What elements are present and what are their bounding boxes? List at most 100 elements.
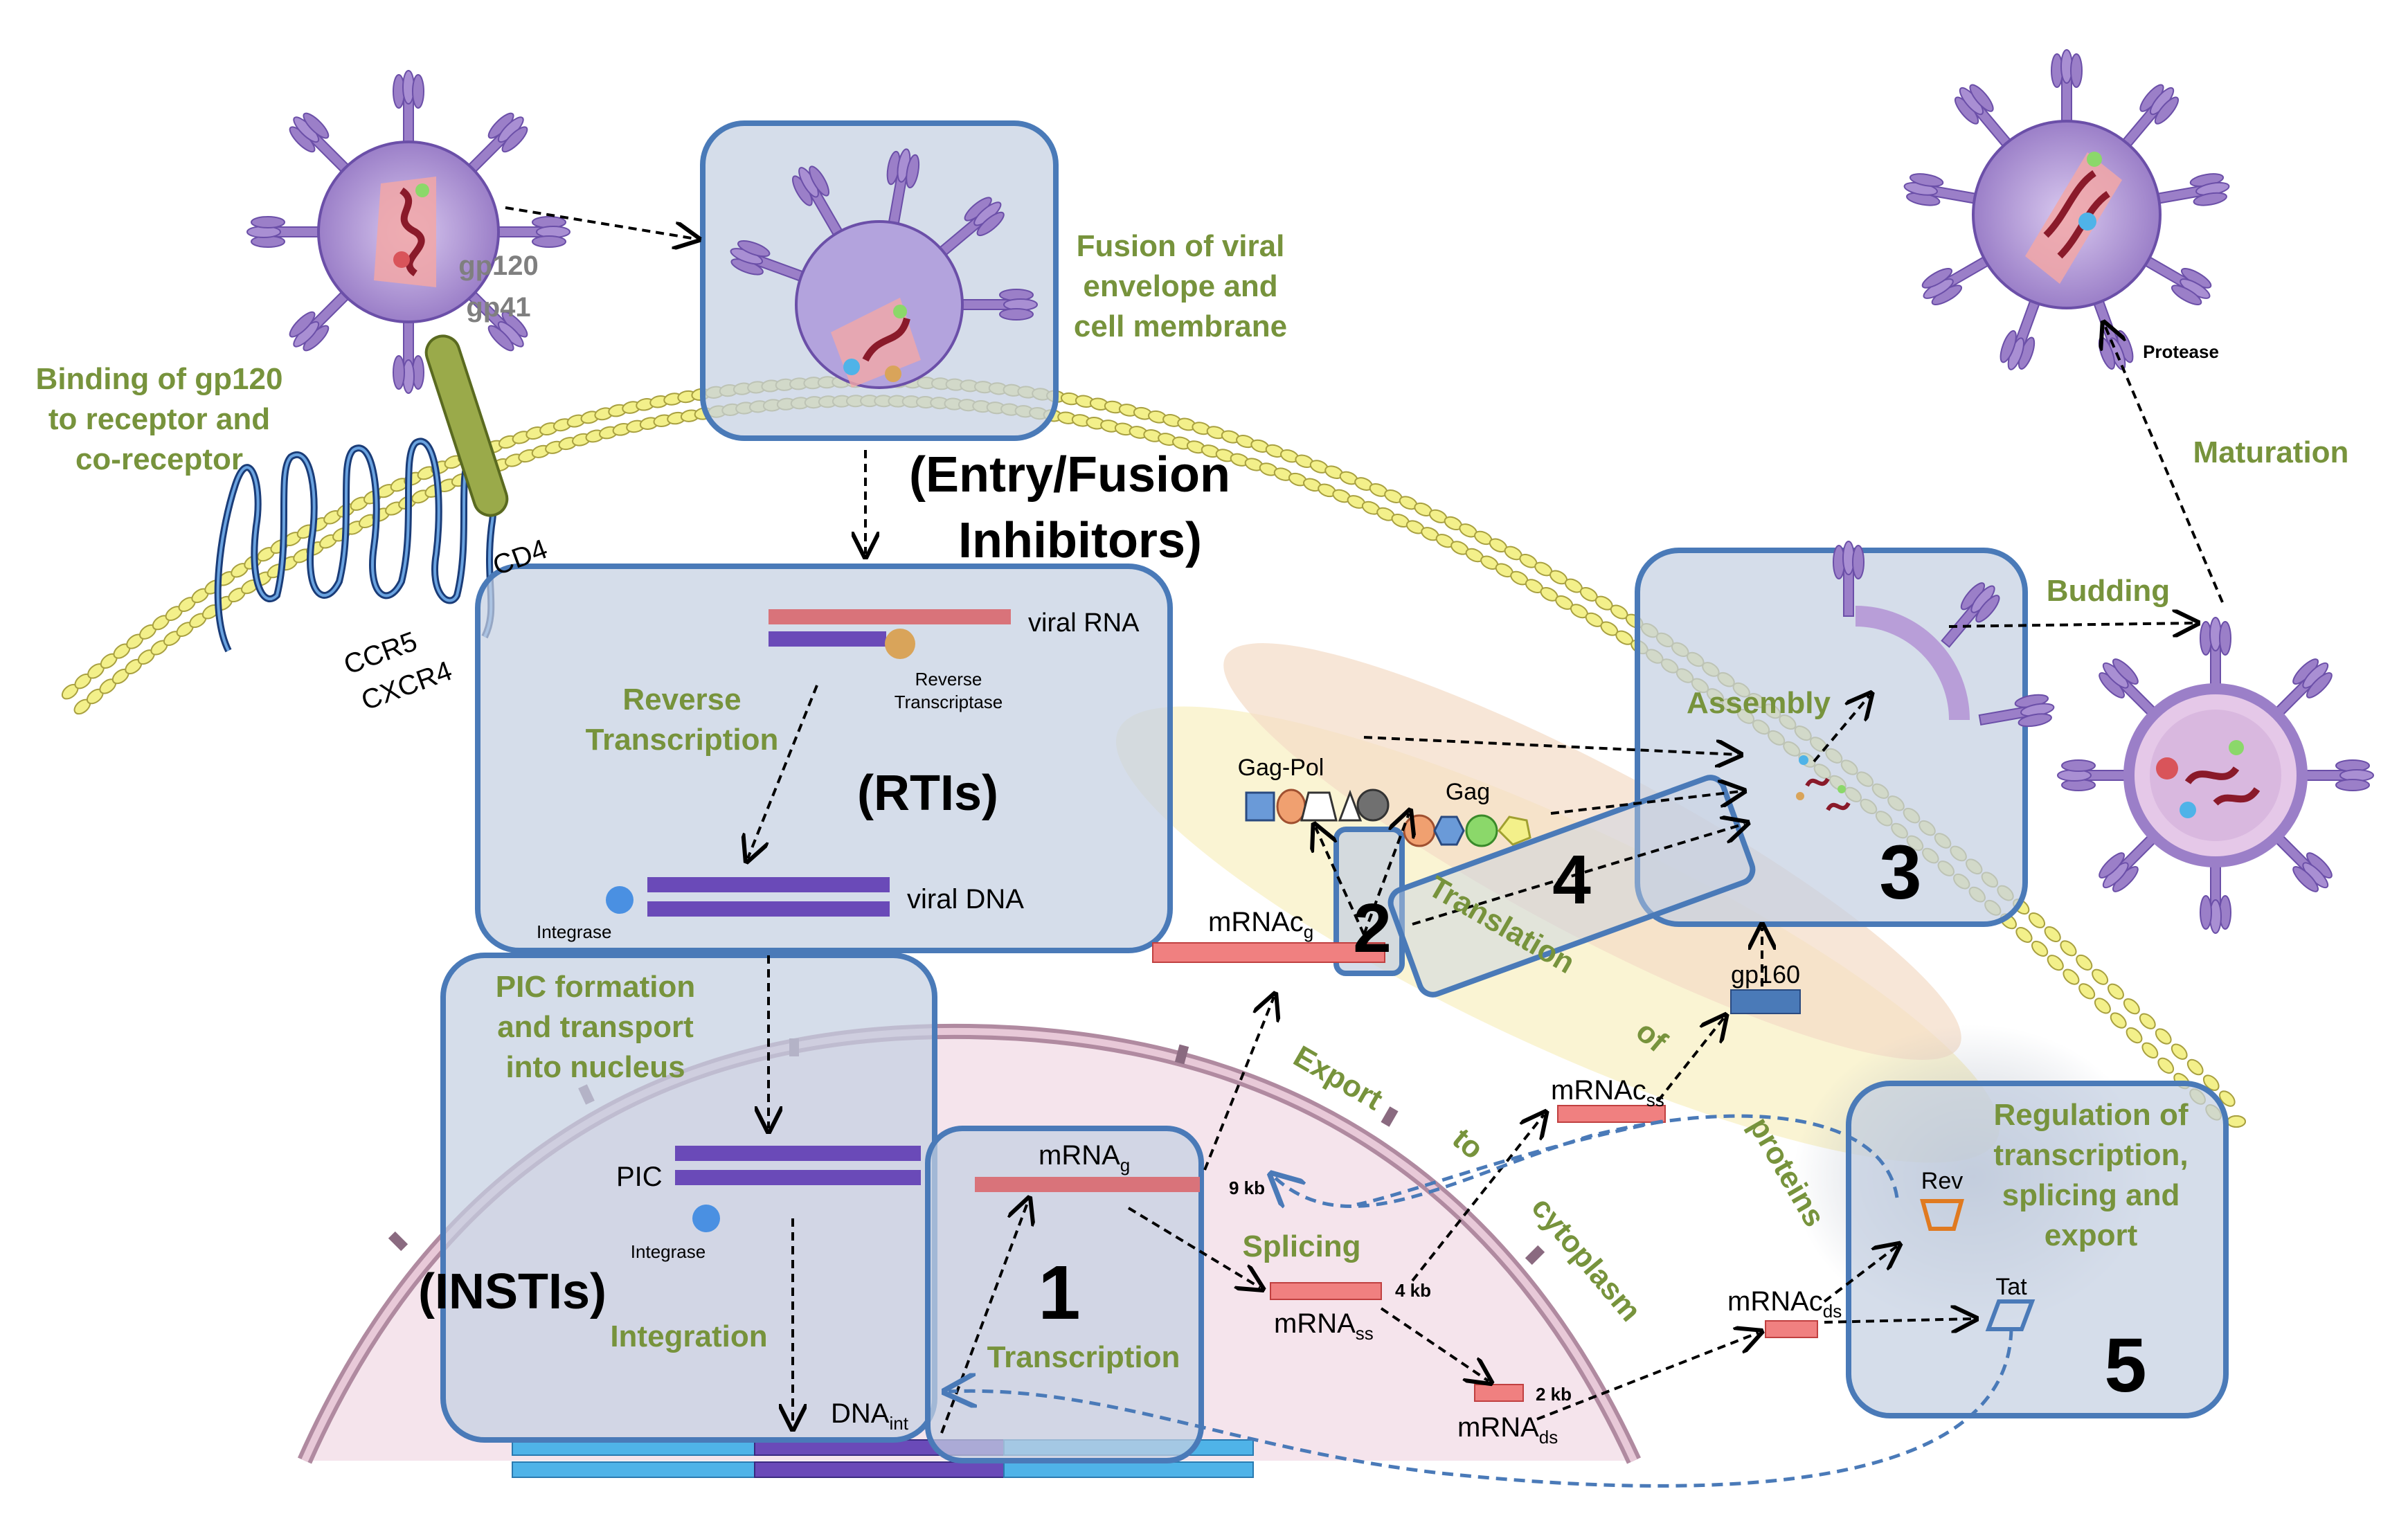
regulation-label-2: transcription, — [1993, 1138, 2188, 1172]
entry-inhibitors-label-2: Inhibitors) — [958, 513, 1202, 568]
envelope-spike — [2298, 759, 2374, 791]
fusion-label-1: Fusion of viral — [1077, 229, 1285, 263]
envelope-spike — [393, 70, 424, 146]
instis-label: (INSTIs) — [418, 1264, 607, 1319]
fusion-label-2: envelope and — [1083, 269, 1277, 303]
lipid-dot — [2028, 912, 2046, 928]
lipid-dot — [2044, 926, 2061, 942]
binding-label-3: co-receptor — [75, 442, 243, 476]
translation-panel-2 — [1333, 827, 1405, 976]
ccr5-coreceptor — [214, 438, 497, 653]
lipid-dot — [2219, 1090, 2236, 1107]
cd4-receptor — [424, 334, 509, 517]
gp41-label: gp41 — [466, 292, 530, 323]
regulation-panel — [1846, 1081, 2229, 1418]
lipid-dot — [2171, 1043, 2188, 1060]
hiv-virion-mature — [1901, 49, 2233, 376]
to-label: to — [1446, 1121, 1490, 1166]
pic-label: PIC — [616, 1162, 663, 1192]
binding-label-2: to receptor and — [48, 402, 270, 436]
fusion-panel — [700, 120, 1059, 441]
integrase-label-2: Integrase — [631, 1241, 706, 1262]
rev-label: Rev — [1921, 1168, 1963, 1194]
mrnac-g-label: mRNAcg — [1208, 907, 1313, 942]
lipid-dot — [2155, 1028, 2172, 1045]
step-4-label: 4 — [1552, 841, 1591, 919]
pic-formation-label-2: and transport — [497, 1010, 694, 1044]
tat-label: Tat — [1995, 1274, 2027, 1300]
envelope-spike — [246, 216, 323, 248]
lipid-dot — [2110, 1012, 2127, 1029]
reverse-transcriptase-label-1: Reverse — [915, 669, 982, 690]
envelope-spike — [2200, 858, 2231, 934]
dna-int-label: DNAint — [831, 1398, 909, 1434]
mrnac-ss-label: mRNAcss — [1551, 1075, 1664, 1110]
entry-inhibitors-label-1: (Entry/Fusion — [909, 447, 1230, 503]
envelope-spike — [393, 318, 424, 394]
reverse-transcription-label-2: Transcription — [586, 723, 779, 757]
maturation-label: Maturation — [2193, 435, 2349, 469]
flow-arrows — [505, 206, 2224, 1488]
fusion-label-3: cell membrane — [1074, 309, 1287, 343]
hiv-virion-budding — [2057, 617, 2374, 934]
lipid-dot — [2078, 983, 2096, 1000]
hiv-virion-free — [246, 70, 570, 394]
envelope-spike — [2200, 617, 2231, 693]
integration-label: Integration — [610, 1319, 767, 1353]
integrase-label-1: Integrase — [537, 921, 611, 942]
pic-formation-label-1: PIC formation — [496, 970, 695, 1004]
mrna-ss-label: mRNAss — [1274, 1308, 1374, 1344]
envelope-spike — [2051, 49, 2083, 125]
lipid-dot — [2123, 998, 2140, 1015]
gag-pol-label: Gag-Pol — [1238, 755, 1324, 781]
reverse-transcriptase-label-2: Transcriptase — [895, 692, 1003, 712]
lipid-dot — [2227, 1115, 2246, 1128]
step-3-label: 3 — [1879, 830, 1921, 915]
lipid-dot — [2063, 968, 2080, 985]
lipid-dot — [2126, 1027, 2143, 1044]
lipid-dot — [2076, 954, 2093, 971]
2kb-label: 2 kb — [1536, 1384, 1572, 1405]
lipid-dot — [2107, 983, 2124, 1000]
lipid-dot — [2094, 998, 2111, 1014]
mrna-bars — [1152, 942, 1818, 1402]
lipid-dot — [2141, 1042, 2159, 1058]
pic-formation-label-3: into nucleus — [505, 1050, 685, 1084]
lipid-dot — [2202, 1074, 2220, 1091]
mrnac-ds-label: mRNAcds — [1727, 1286, 1842, 1322]
protease-label: Protease — [2143, 341, 2219, 362]
lipid-dot — [2139, 1013, 2156, 1029]
lipid-dot — [2092, 968, 2109, 985]
step-2-label: 2 — [1353, 890, 1392, 967]
regulation-label-4: export — [2045, 1218, 2138, 1252]
gag-polyprotein — [1403, 814, 1531, 847]
lipid-dot — [2186, 1058, 2204, 1076]
regulation-label-1: Regulation of — [1993, 1098, 2188, 1132]
gp160-label: gp160 — [1731, 960, 1800, 989]
viral-rna-label: viral RNA — [1028, 609, 1140, 638]
lipid-dot — [2157, 1057, 2175, 1074]
step-1-label: 1 — [1038, 1250, 1080, 1335]
splicing-label: Splicing — [1242, 1229, 1360, 1263]
envelope-spike — [2057, 759, 2133, 791]
9kb-label: 9 kb — [1229, 1178, 1265, 1198]
envelope-spike — [1901, 170, 1982, 215]
envelope-spike — [494, 216, 570, 248]
budding-label: Budding — [2047, 574, 2170, 608]
viral-dna-label: viral DNA — [907, 884, 1024, 914]
lipid-dot — [2015, 927, 2033, 943]
transcription-label: Transcription — [987, 1340, 1180, 1374]
4kb-label: 4 kb — [1395, 1280, 1431, 1301]
gp120-label: gp120 — [458, 251, 539, 281]
lipid-dot — [2060, 940, 2077, 957]
mrna-ds-label: mRNAds — [1457, 1412, 1558, 1448]
gag-pol-polyprotein — [1245, 788, 1390, 824]
step-5-label: 5 — [2104, 1323, 2146, 1408]
lipid-dot — [2047, 955, 2064, 971]
gag-label: Gag — [1446, 779, 1490, 805]
reverse-transcription-label-1: Reverse — [622, 683, 741, 717]
lipid-dot — [2031, 940, 2049, 957]
assembly-label: Assembly — [1687, 686, 1831, 720]
reverse-transcription-panel — [475, 564, 1173, 953]
